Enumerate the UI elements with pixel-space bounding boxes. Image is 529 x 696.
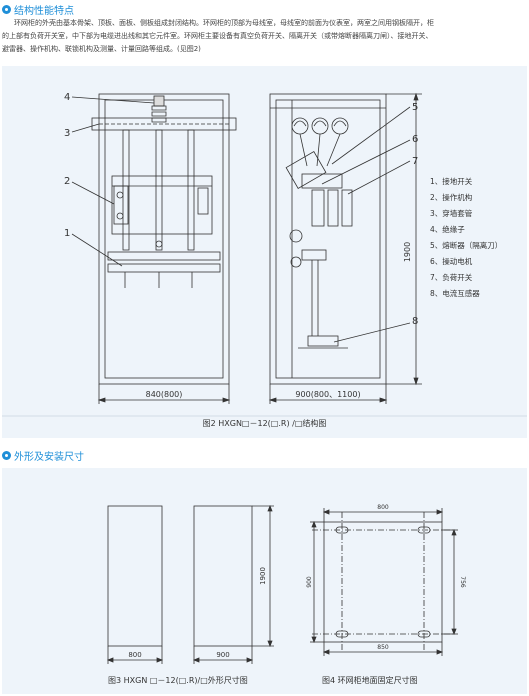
- callout-8: 8: [412, 316, 418, 327]
- cabinet-front-outline: [107, 505, 163, 647]
- callout-1: 1: [64, 228, 70, 239]
- paragraph-line-2: 的上部有负荷开关室，中下部为电缆进出线和其它元件室。环网柜主要设备有真空负荷开关…: [2, 32, 433, 40]
- fig4-dim-left: 900: [306, 576, 313, 588]
- paragraph-line-3: 避雷器、操作机构、联锁机构及测量、计量回路等组成。(见图2): [2, 45, 201, 53]
- fig3-dim-height: 1900: [259, 567, 267, 585]
- mount-slot-br: [417, 630, 431, 638]
- legend-item-6: 6、操动电机: [430, 256, 473, 266]
- legend-item-1: 1、接地开关: [430, 176, 473, 186]
- section-title-text: 结构性能特点: [14, 6, 74, 17]
- gear-icon: [2, 451, 11, 460]
- legend-item-8: 8、电流互感器: [430, 288, 480, 298]
- cabinet-side-outline: [193, 505, 253, 647]
- fig4-dim-bottom: 850: [377, 644, 389, 651]
- gear-icon: [2, 5, 11, 14]
- figure4-caption: 图4 环网柜地面固定尺寸图: [322, 676, 418, 685]
- legend-item-4: 4、绝缘子: [430, 224, 465, 234]
- current-transformer: [307, 335, 339, 347]
- mount-slot-tl: [335, 526, 349, 534]
- floor-plan-outline: [323, 521, 443, 643]
- grounding-switch: [107, 263, 221, 273]
- figure34-panel: 800 900 1900 800 850 900 756 图3 HXGN □－1…: [2, 468, 527, 694]
- legend-item-5: 5、熔断器（隔离刀）: [430, 240, 502, 250]
- fig4-dim-right: 756: [459, 576, 466, 588]
- section-title-text: 外形及安装尺寸: [14, 452, 84, 463]
- callout-2: 2: [64, 176, 70, 187]
- paragraph-line-1: 环网柜的外壳由基本骨架、顶板、面板、侧板组成封闭结构。环网柜的顶部为母线室，母线…: [14, 19, 434, 27]
- figure3-caption: 图3 HXGN □－12(□.R)/□外形尺寸图: [108, 676, 248, 685]
- mount-slot-bl: [335, 630, 349, 638]
- callout-5: 5: [412, 102, 418, 113]
- section-title-dimensions: 外形及安装尺寸: [2, 448, 84, 463]
- operating-mechanism: [113, 185, 129, 225]
- legend-item-2: 2、操作机构: [430, 192, 473, 202]
- figure2-diagram: 4 3 2 1 5 6 7 8 840(800) 900(800、1100) 1…: [2, 92, 527, 417]
- section-title-structure: 结构性能特点: [2, 2, 74, 17]
- callout-4: 4: [64, 92, 70, 103]
- fig4-dim-top: 800: [377, 504, 389, 511]
- figure2-caption: 图2 HXGN□－12(□.R) /□结构图: [202, 419, 327, 428]
- mount-slot-tr: [417, 526, 431, 534]
- dim-front-width: 840(800): [146, 390, 183, 399]
- dim-side-width: 900(800、1100): [295, 390, 360, 399]
- legend-item-3: 3、穿墙套管: [430, 208, 473, 218]
- legend-item-7: 7、负荷开关: [430, 272, 473, 282]
- figure2-panel: 4 3 2 1 5 6 7 8 840(800) 900(800、1100) 1…: [2, 66, 527, 438]
- side-frame: [269, 93, 387, 385]
- callout-7: 7: [412, 156, 418, 167]
- callout-6: 6: [412, 134, 418, 145]
- dim-height: 1900: [403, 242, 412, 262]
- callout-3: 3: [64, 128, 70, 139]
- fig3-dim-side-width: 900: [216, 651, 229, 659]
- figure3-4-diagram: 800 900 1900 800 850 900 756: [106, 504, 466, 664]
- front-frame: [98, 93, 230, 385]
- fig3-dim-front-width: 800: [128, 651, 141, 659]
